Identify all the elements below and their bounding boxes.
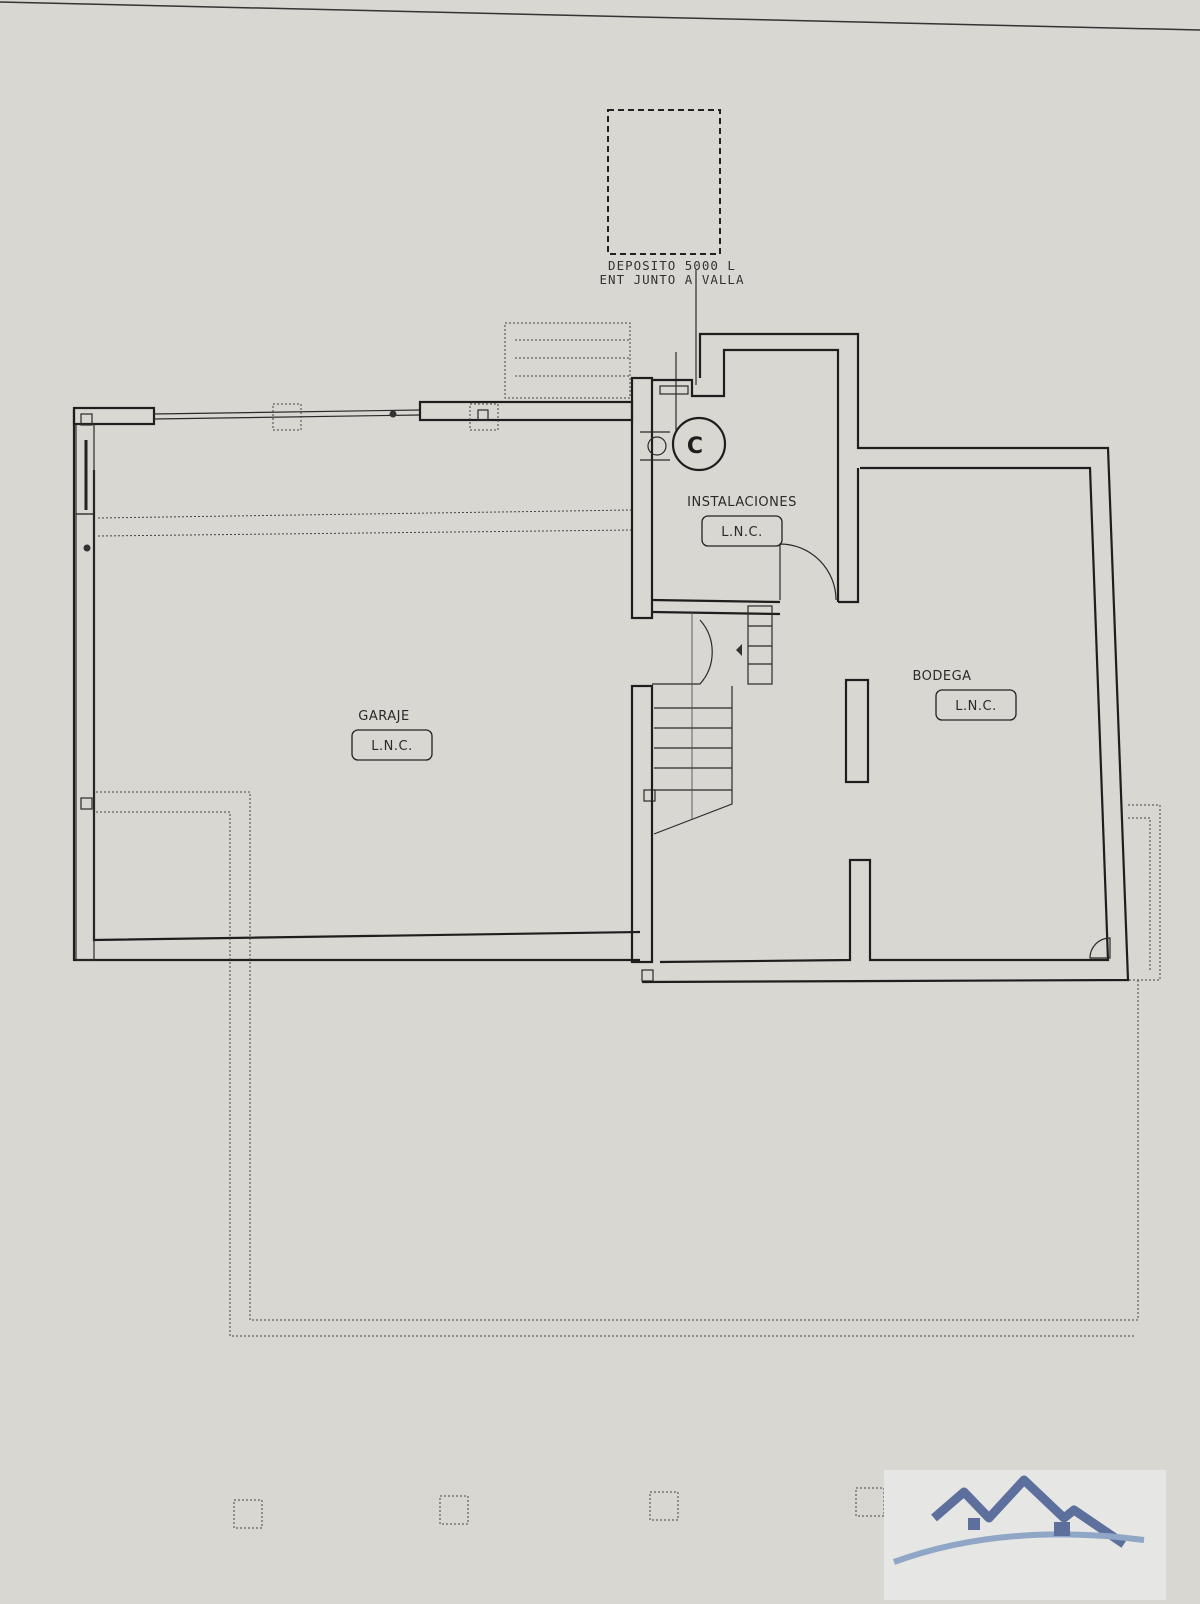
bodega-corner-drain <box>1089 937 1111 959</box>
bottom-markers <box>233 1487 885 1529</box>
deposit-label-line2: ENT JUNTO A VALLA <box>600 272 745 287</box>
upper-floor-footprint <box>96 791 1161 1337</box>
svg-text:L.N.C.: L.N.C. <box>371 739 412 754</box>
svg-text:L.N.C.: L.N.C. <box>955 699 996 714</box>
page-edge-line <box>0 1 1200 31</box>
room-badge-bodega: L.N.C. <box>935 689 1017 721</box>
agency-logo <box>884 1470 1166 1600</box>
deposit-label-line1: DEPOSITO 5000 L <box>608 258 736 273</box>
staircase <box>653 605 773 835</box>
central-walls <box>630 376 781 964</box>
room-name-instalaciones: INSTALACIONES <box>687 495 797 510</box>
exterior-steps <box>504 322 631 399</box>
deposit-tank <box>607 109 721 255</box>
boiler-symbol: C <box>687 434 703 459</box>
svg-text:L.N.C.: L.N.C. <box>721 525 762 540</box>
instalaciones-walls <box>641 332 1130 984</box>
boiler-icon <box>671 416 727 472</box>
room-badge-instalaciones: L.N.C. <box>701 515 783 547</box>
garage-walls <box>72 400 656 982</box>
room-badge-garaje: L.N.C. <box>351 729 433 761</box>
valve-icons <box>640 385 689 461</box>
bodega-column <box>844 678 870 784</box>
room-name-bodega: BODEGA <box>912 669 971 684</box>
house-roof-icon <box>892 1475 1145 1565</box>
room-name-garaje: GARAJE <box>358 709 409 724</box>
